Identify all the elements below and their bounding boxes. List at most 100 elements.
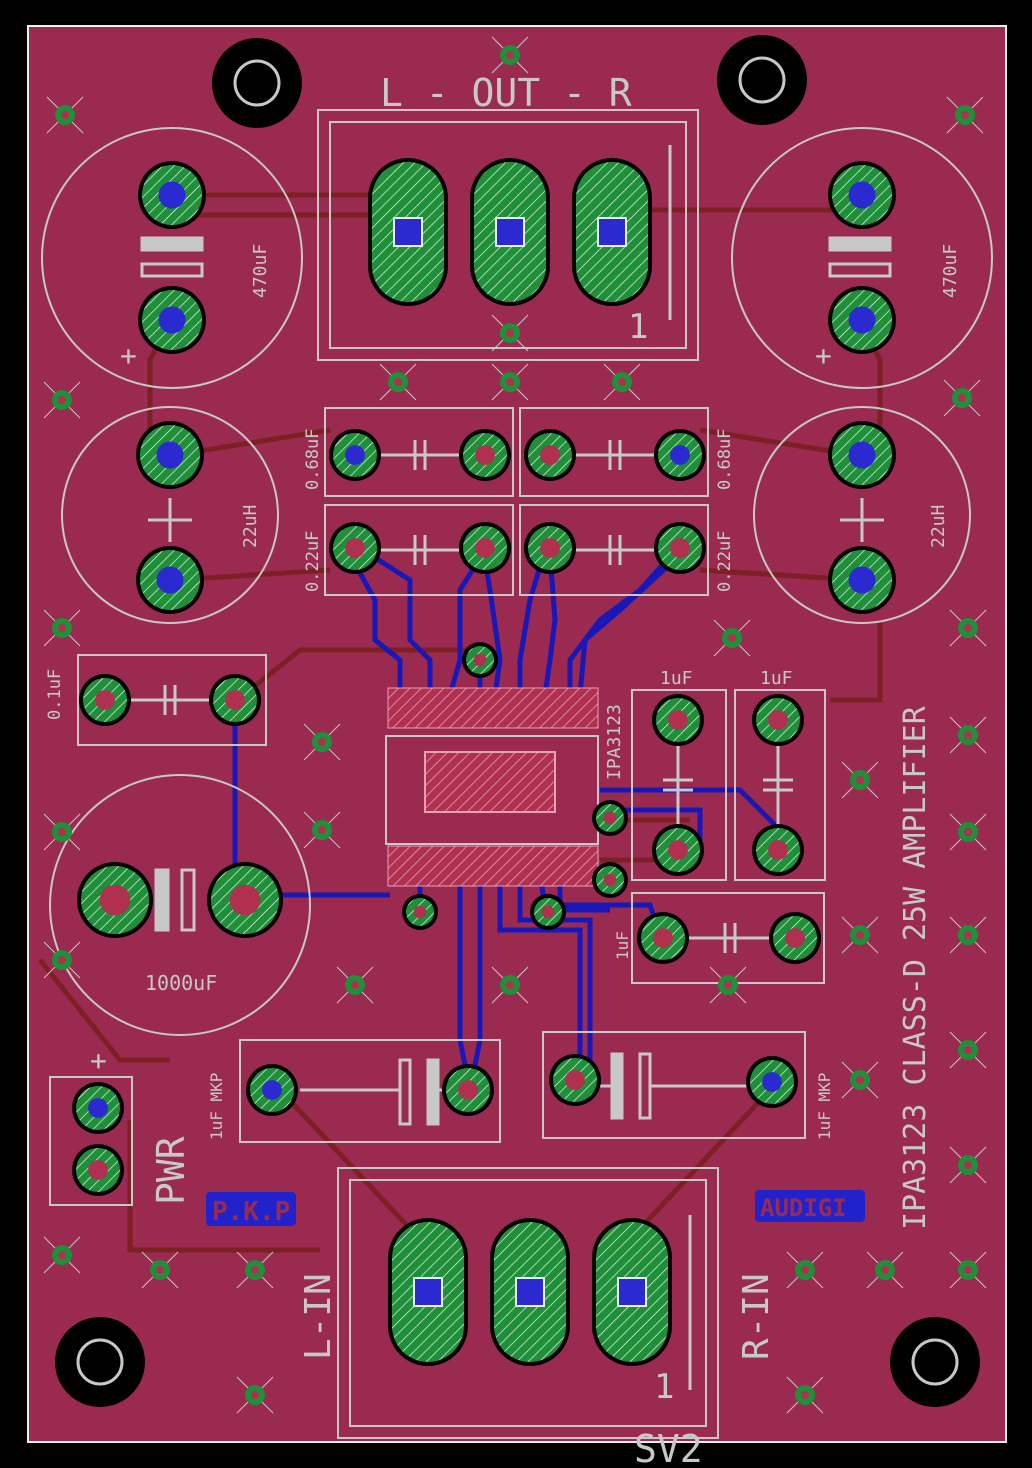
label-ind-left: 22uH xyxy=(240,505,261,548)
via xyxy=(46,96,84,134)
label-cap-022-left: 0.22uF xyxy=(303,531,323,592)
mounting-hole-br xyxy=(890,1317,980,1407)
connector-pad xyxy=(572,158,652,306)
via xyxy=(379,363,417,401)
silkscreen-text: L - OUT - R 1 1 SV2 PWR L-IN R-IN IPA312… xyxy=(45,71,961,1468)
mounting-hole-tr xyxy=(717,35,807,125)
connector-pad xyxy=(388,1218,468,1366)
component-symbols xyxy=(140,236,892,1126)
label-cap-1uf-a: 1uF xyxy=(660,668,693,689)
pad xyxy=(136,421,204,489)
via xyxy=(43,941,81,979)
pad xyxy=(329,429,381,481)
pad xyxy=(549,1054,601,1106)
label-plus-left: + xyxy=(120,339,137,372)
label-ind-right: 22uH xyxy=(928,505,949,548)
via xyxy=(949,716,987,754)
via xyxy=(43,609,81,647)
via xyxy=(949,1251,987,1289)
label-cap-1uf-b: 1uF xyxy=(760,668,793,689)
label-cap-mkp-right: 1uF MKP xyxy=(815,1073,834,1140)
label-cap-068-left: 0.68uF xyxy=(303,429,323,490)
pad xyxy=(637,912,689,964)
label-title: IPA3123 CLASS-D 25W AMPLIFIER xyxy=(898,705,933,1230)
pad xyxy=(138,161,206,229)
pad xyxy=(77,862,153,938)
label-r-in: R-IN xyxy=(736,1273,777,1360)
pad xyxy=(402,894,438,930)
label-cap-01: 0.1uF xyxy=(45,669,65,720)
pad xyxy=(329,522,381,574)
label-connector-pin1: 1 xyxy=(628,307,648,347)
via xyxy=(491,314,529,352)
via xyxy=(949,1031,987,1069)
via xyxy=(713,619,751,657)
via xyxy=(491,966,529,1004)
pad xyxy=(524,522,576,574)
label-audigi: AUDIGI xyxy=(760,1194,847,1222)
mounting-hole-bl xyxy=(55,1317,145,1407)
pad xyxy=(459,522,511,574)
label-out-header: L - OUT - R xyxy=(380,71,632,115)
label-plus-pwr: + xyxy=(90,1044,107,1077)
via xyxy=(709,966,747,1004)
pad xyxy=(462,642,498,678)
label-connector-pin1-b: 1 xyxy=(654,1367,674,1407)
via xyxy=(841,761,879,799)
vias-layer xyxy=(43,36,987,1414)
pad xyxy=(138,286,206,354)
via xyxy=(141,1251,179,1289)
pad xyxy=(752,824,804,876)
pad xyxy=(828,546,896,614)
via xyxy=(946,96,984,134)
via xyxy=(841,916,879,954)
pad xyxy=(592,862,628,898)
pad xyxy=(654,429,706,481)
via xyxy=(43,381,81,419)
pad xyxy=(246,1064,298,1116)
label-sv2: SV2 xyxy=(634,1427,703,1468)
pad xyxy=(530,894,566,930)
label-cap-068-right: 0.68uF xyxy=(715,429,735,490)
label-l-in: L-IN xyxy=(298,1273,339,1360)
via xyxy=(236,1376,274,1414)
label-cap-mkp-left: 1uF MKP xyxy=(207,1073,226,1140)
via xyxy=(943,379,981,417)
mounting-holes xyxy=(55,35,980,1407)
pad xyxy=(136,546,204,614)
via xyxy=(303,811,341,849)
pad xyxy=(459,429,511,481)
via xyxy=(866,1251,904,1289)
via xyxy=(841,1061,879,1099)
pad xyxy=(209,674,261,726)
pad xyxy=(752,694,804,746)
label-ic: IPA3123 xyxy=(604,704,625,780)
pad xyxy=(207,862,283,938)
pad xyxy=(652,694,704,746)
via xyxy=(336,966,374,1004)
via xyxy=(491,363,529,401)
pad xyxy=(746,1056,798,1108)
via xyxy=(43,813,81,851)
ic-ipa3123 xyxy=(387,687,599,887)
pad xyxy=(828,161,896,229)
label-cap-470-left: 470uF xyxy=(250,244,271,298)
pad xyxy=(79,674,131,726)
label-cap-1000: 1000uF xyxy=(145,971,217,995)
connector-pad xyxy=(470,158,550,306)
label-pwr: PWR xyxy=(149,1136,193,1205)
pad xyxy=(828,421,896,489)
via xyxy=(949,916,987,954)
via xyxy=(786,1376,824,1414)
via xyxy=(491,36,529,74)
pad xyxy=(524,429,576,481)
connector-pad xyxy=(592,1218,672,1366)
pad xyxy=(828,286,896,354)
via xyxy=(303,723,341,761)
label-cap-022-right: 0.22uF xyxy=(715,531,735,592)
via xyxy=(949,813,987,851)
mounting-hole-tl xyxy=(212,38,302,128)
label-pkp: P.K.P xyxy=(212,1197,290,1227)
label-cap-470-right: 470uF xyxy=(940,244,961,298)
